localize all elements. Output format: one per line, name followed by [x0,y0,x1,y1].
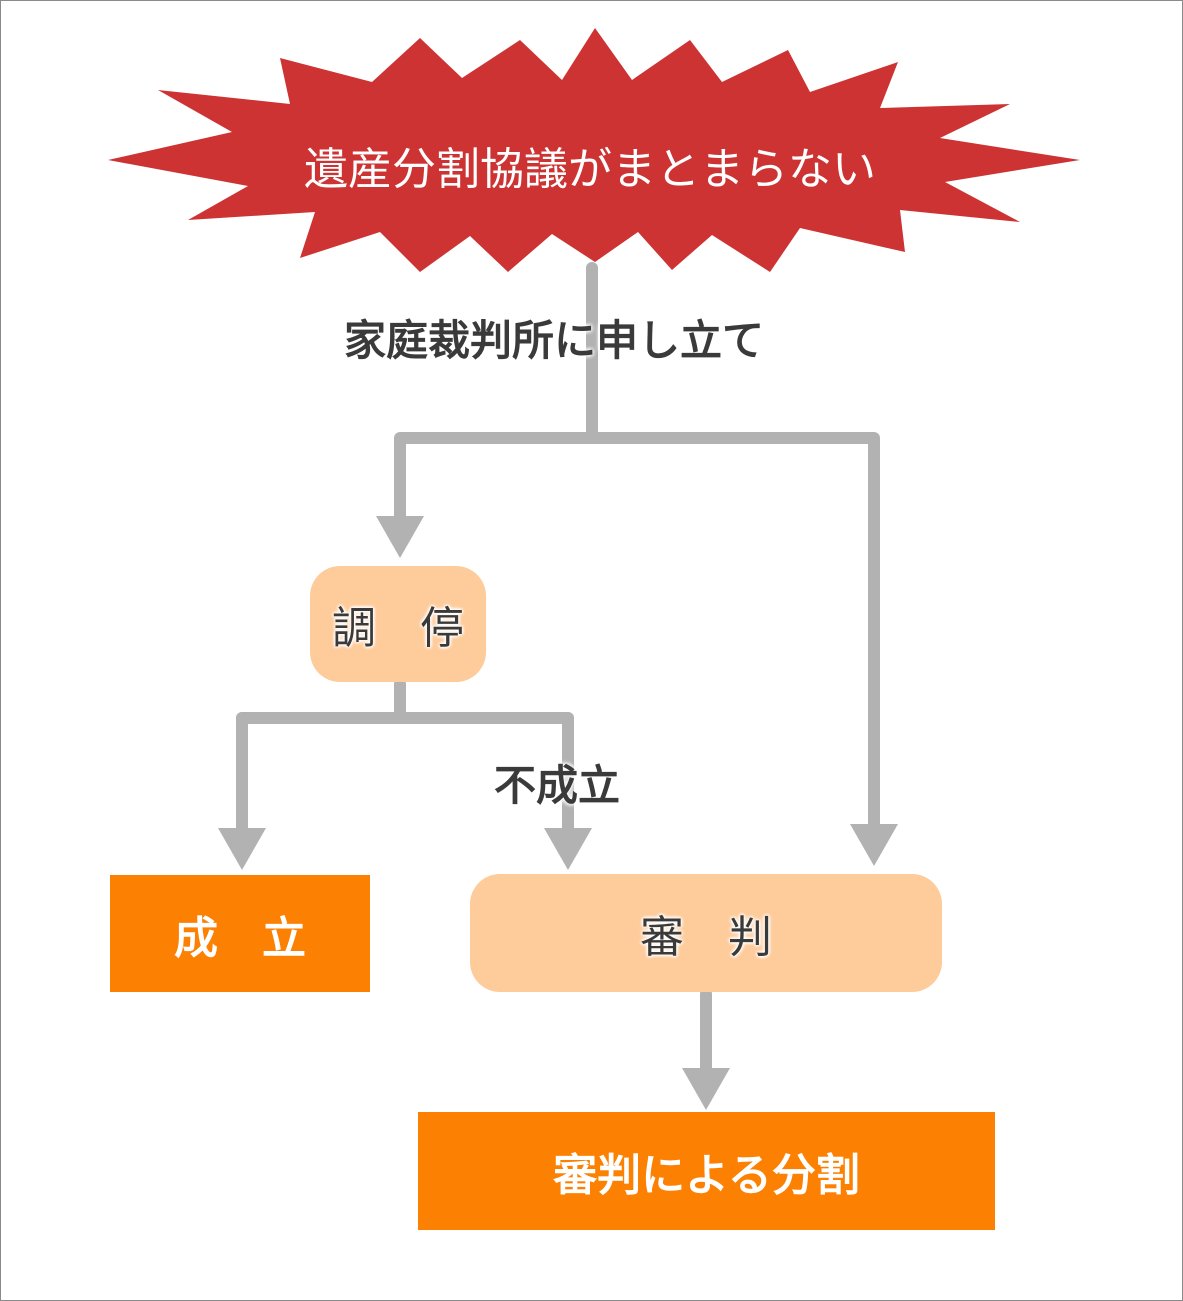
apply-label: 家庭裁判所に申し立て [344,316,765,365]
arrowhead-failed [544,828,592,870]
branch-to-mediation [394,432,598,528]
mediation-label: 調 停 [332,603,464,654]
arrowhead-settled [218,828,266,870]
adjudication-node: 審 判 [470,874,942,992]
mediation-node: 調 停 [310,566,486,682]
division-label: 審判による分割 [553,1150,860,1201]
arrowhead-division [682,1068,730,1110]
settled-label: 成 立 [174,912,306,964]
settled-node: 成 立 [110,875,370,992]
failed-label: 不成立 [494,761,621,810]
adjudication-label: 審 判 [640,912,772,963]
arrowhead-adjudication [850,824,898,866]
branch-to-adjudication [586,432,880,834]
starburst-shape [108,28,1080,272]
division-node: 審判による分割 [418,1112,995,1230]
burst-title: 遺産分割協議がまとまらない [304,144,876,195]
arrowhead-mediation [376,516,424,558]
